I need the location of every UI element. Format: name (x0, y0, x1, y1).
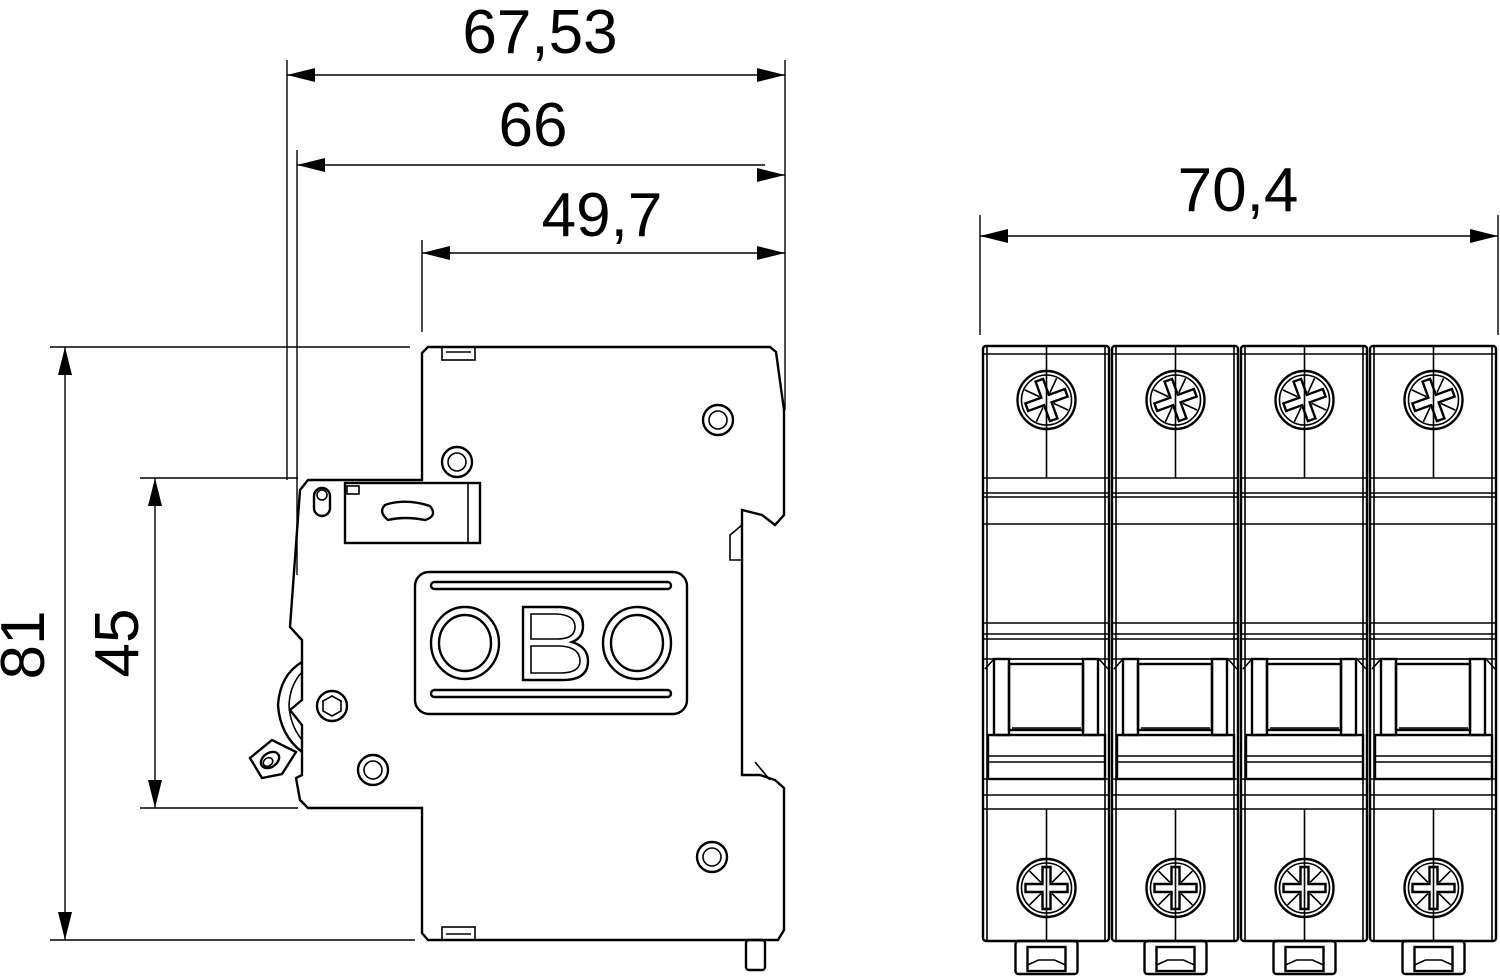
rail-foot (1143, 939, 1208, 976)
clip-tab-top (441, 346, 476, 361)
terminal-screw (1403, 857, 1464, 919)
breaker-module (1368, 344, 1498, 976)
terminal-screw (1274, 369, 1335, 431)
breaker-module (981, 344, 1111, 976)
terminal-screw (1274, 857, 1335, 919)
toggle-handle (984, 657, 1109, 781)
toggle-handle (1242, 657, 1367, 781)
hex-screw (315, 689, 349, 723)
side-view (248, 345, 786, 972)
terminal-screw (1145, 857, 1206, 919)
toggle-handle (1371, 657, 1496, 781)
rivet (695, 840, 729, 874)
rivet (440, 445, 474, 479)
dimension-70-4: 70,4 (979, 156, 1499, 335)
dimension-81: 81 (0, 346, 415, 941)
terminal-screw (1016, 369, 1077, 431)
handle-arc (276, 660, 303, 753)
breaker-module (1239, 344, 1369, 976)
toggle-handle (1113, 657, 1238, 781)
rail-foot (1401, 939, 1466, 976)
rivet (356, 753, 390, 787)
breaker-module (1110, 344, 1240, 976)
housing-outline (288, 345, 786, 942)
dimension-45: 45 (83, 477, 298, 809)
dimension-label: 49,7 (542, 181, 663, 250)
front-view (981, 344, 1498, 976)
dimension-label: 66 (499, 91, 568, 160)
terminal-tab (248, 738, 298, 780)
rail-foot (1272, 939, 1337, 976)
terminal-screw (1145, 369, 1206, 431)
terminal-screw (1403, 369, 1464, 431)
pin (744, 938, 767, 972)
obo-logo (413, 570, 689, 716)
clip-tab-bottom (441, 926, 476, 941)
dimension-label: 70,4 (1178, 156, 1299, 225)
dimension-67-53: 67,53 (286, 0, 786, 480)
dimension-label: 67,53 (462, 0, 617, 67)
rail-foot (1014, 939, 1079, 976)
dimension-label: 45 (83, 609, 152, 678)
dimension-66: 66 (296, 91, 785, 575)
dimension-49-7: 49,7 (421, 181, 785, 332)
terminal-screw (1016, 857, 1077, 919)
dimension-label: 81 (0, 611, 58, 680)
toggle-lever (312, 481, 482, 545)
rivet (701, 403, 735, 437)
